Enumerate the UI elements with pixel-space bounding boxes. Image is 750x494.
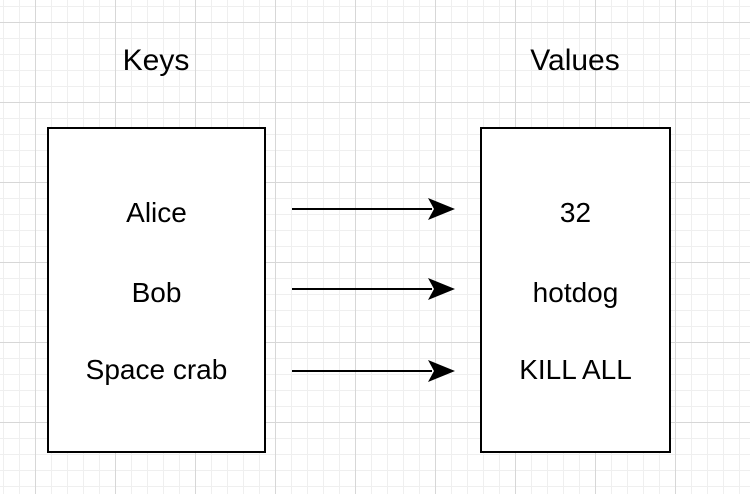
key-bob: Bob <box>131 277 182 308</box>
arrow-bob <box>292 278 455 300</box>
keys-box: Alice Bob Space crab <box>47 127 266 453</box>
arrow-alice <box>292 198 455 220</box>
arrow-space-crab <box>292 360 455 382</box>
key-space-crab: Space crab <box>85 354 228 385</box>
values-box: 32 hotdog KILL ALL <box>480 127 671 453</box>
value-bob: hotdog <box>532 277 619 308</box>
key-alice: Alice <box>126 197 187 228</box>
value-space-crab: KILL ALL <box>519 354 632 385</box>
values-heading: Values <box>530 44 620 77</box>
value-alice: 32 <box>559 197 592 228</box>
keys-heading: Keys <box>122 44 190 77</box>
